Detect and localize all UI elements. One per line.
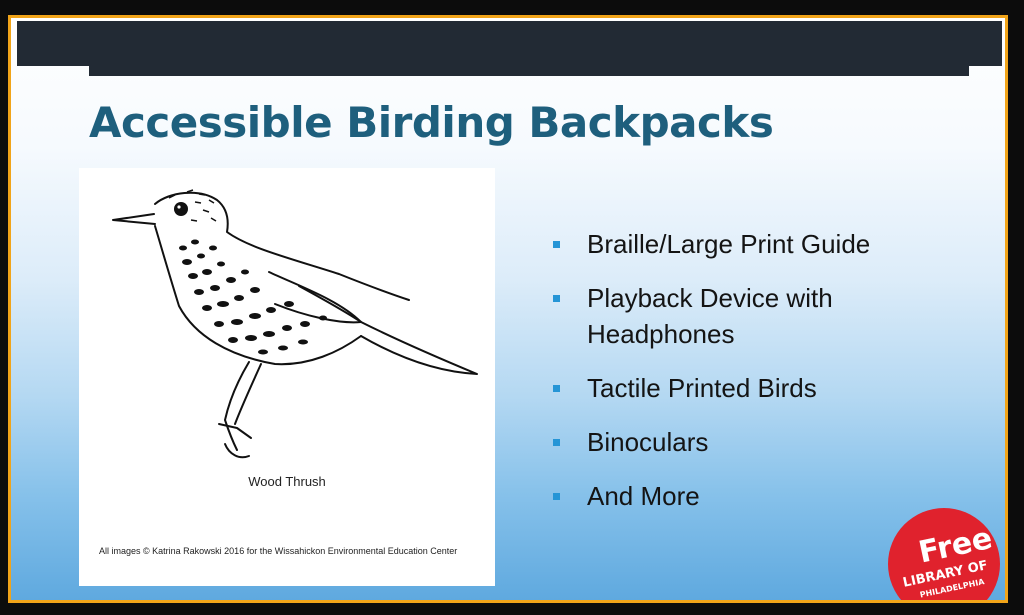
bird-caption: Wood Thrush — [248, 474, 326, 489]
feature-label: Binoculars — [587, 427, 709, 457]
slide-top-bar — [17, 21, 1002, 66]
feature-list: Braille/Large Print Guide Playback Devic… — [547, 226, 887, 532]
slide-frame: Accessible Birding Backpacks — [8, 15, 1008, 603]
feature-label: Braille/Large Print Guide — [587, 229, 871, 259]
image-credit: All images © Katrina Rakowski 2016 for t… — [99, 546, 458, 556]
feature-item: Tactile Printed Birds — [547, 370, 887, 406]
bullet-icon — [553, 295, 560, 302]
feature-item: Braille/Large Print Guide — [547, 226, 887, 262]
free-library-logo: Free LIBRARY OF PHILADELPHIA — [888, 508, 1000, 600]
slide-top-bar-extension — [89, 64, 969, 76]
bullet-icon — [553, 439, 560, 446]
bullet-icon — [553, 385, 560, 392]
slide-title: Accessible Birding Backpacks — [89, 98, 774, 147]
bullet-icon — [553, 493, 560, 500]
free-library-logo-mark: Free LIBRARY OF PHILADELPHIA — [902, 521, 996, 600]
feature-label: And More — [587, 481, 700, 511]
wood-thrush-illustration — [112, 189, 478, 459]
feature-label: Tactile Printed Birds — [587, 373, 817, 403]
bullet-icon — [553, 241, 560, 248]
feature-item: Playback Device with Headphones — [547, 280, 887, 352]
feature-item: And More — [547, 478, 887, 514]
feature-label: Playback Device with Headphones — [587, 283, 833, 349]
feature-item: Binoculars — [547, 424, 887, 460]
bird-image-panel: Wood Thrush All images © Katrina Rakowsk… — [79, 168, 495, 586]
